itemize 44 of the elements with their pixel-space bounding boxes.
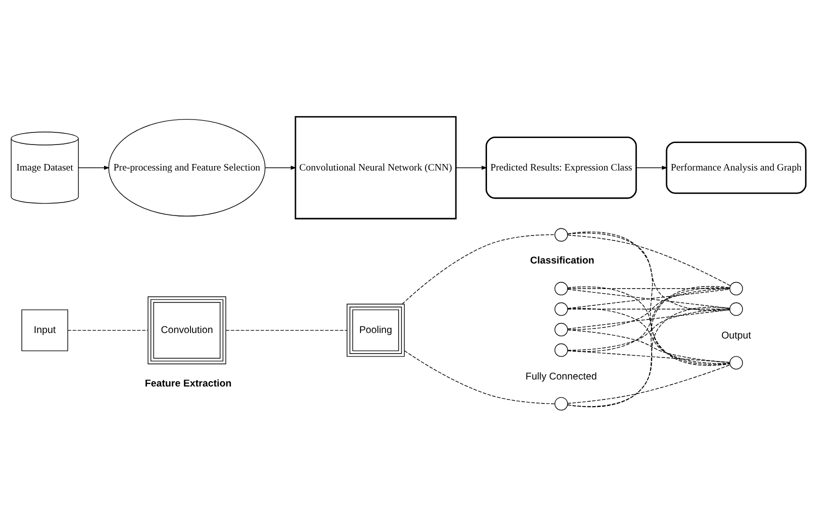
node-box: Performance Analysis and Graph bbox=[666, 142, 806, 194]
node-circle bbox=[729, 282, 743, 296]
label: Feature Extraction bbox=[144, 378, 232, 390]
connector bbox=[226, 330, 348, 331]
label: Fully Connected bbox=[526, 372, 597, 383]
connector bbox=[567, 232, 730, 312]
connector bbox=[567, 288, 730, 309]
connector bbox=[404, 350, 556, 404]
connector bbox=[567, 288, 730, 330]
connector bbox=[567, 287, 730, 352]
label: Output bbox=[721, 330, 752, 342]
arrow bbox=[636, 166, 668, 170]
node-circle bbox=[729, 302, 743, 316]
label: Classification bbox=[530, 256, 594, 267]
node-box: Predicted Results: Expression Class bbox=[486, 136, 637, 199]
connector bbox=[567, 234, 731, 286]
node-circle bbox=[554, 397, 568, 411]
node-ellipse: Pre-processing and Feature Selection bbox=[108, 118, 266, 216]
node-circle bbox=[554, 282, 568, 296]
node-circle bbox=[554, 343, 568, 357]
node-circle bbox=[554, 228, 568, 242]
connector bbox=[567, 306, 730, 407]
connector bbox=[567, 308, 730, 351]
connector bbox=[567, 232, 730, 366]
connector bbox=[567, 286, 730, 408]
node-circle bbox=[729, 356, 743, 370]
node-circle bbox=[554, 322, 568, 336]
arrow bbox=[264, 166, 296, 170]
arrow bbox=[78, 166, 110, 170]
connector bbox=[567, 308, 730, 364]
connector bbox=[567, 364, 730, 404]
node-box: Convolution bbox=[148, 296, 226, 364]
node-box: Pooling bbox=[346, 304, 405, 357]
connector bbox=[567, 288, 730, 289]
arrow bbox=[456, 166, 488, 170]
connector bbox=[567, 309, 730, 330]
connector bbox=[567, 286, 730, 365]
node-circle bbox=[554, 302, 568, 316]
connector bbox=[402, 234, 556, 304]
connector bbox=[67, 330, 148, 331]
connector bbox=[567, 308, 730, 310]
node-box: Input bbox=[21, 309, 68, 352]
connector bbox=[567, 330, 730, 363]
node-box: Convolutional Neural Network (CNN) bbox=[294, 116, 457, 220]
